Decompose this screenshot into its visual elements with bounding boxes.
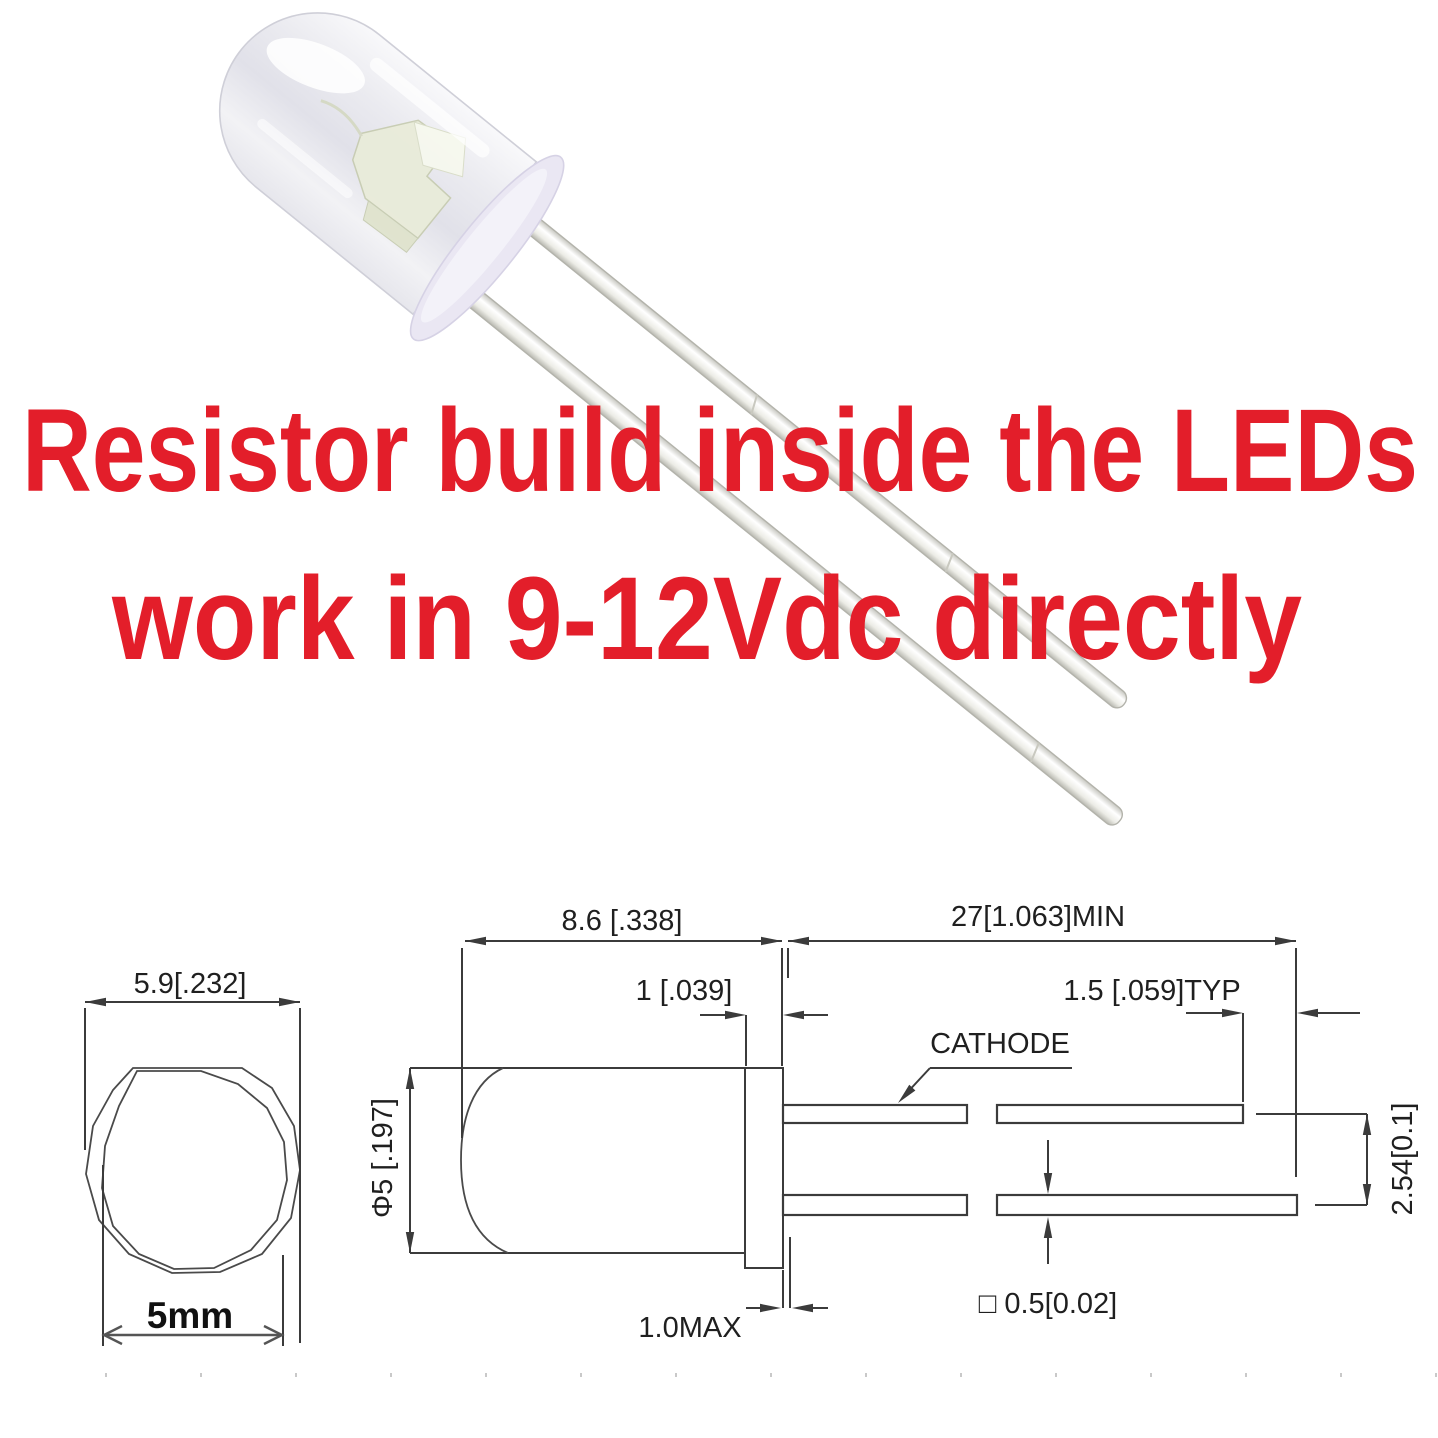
flange-diameter-label: 5.9[.232] bbox=[134, 968, 247, 1000]
lead-length-label: 27[1.063]MIN bbox=[951, 901, 1125, 933]
cathode-callout: CATHODE bbox=[894, 1028, 1072, 1106]
body-diameter-front-label: 5mm bbox=[147, 1295, 233, 1336]
flange-thickness-label: 1 [.039] bbox=[636, 975, 733, 1007]
body-diameter-side-label: Φ5 [.197] bbox=[367, 1098, 399, 1218]
dim-lead-tip-offset: 1.5 [.059]TYP bbox=[1063, 975, 1360, 1102]
dim-body-diameter-side: Φ5 [.197] bbox=[367, 1068, 415, 1253]
dim-lead-pitch: 2.54[0.1] bbox=[1256, 1103, 1419, 1216]
side-leads bbox=[781, 1103, 1299, 1217]
led-photo bbox=[218, 12, 1128, 826]
flange-circle bbox=[85, 1067, 301, 1274]
lead-tip-offset-label: 1.5 [.059]TYP bbox=[1063, 975, 1240, 1007]
standoff-label: 1.0MAX bbox=[638, 1312, 741, 1344]
led-leadframe bbox=[320, 99, 467, 254]
led-highlights bbox=[257, 37, 490, 199]
dim-lead-cross-section: □ 0.5[0.02] bbox=[979, 1140, 1117, 1320]
front-view: 5.9[.232] 5mm bbox=[84, 968, 301, 1346]
dim-body-length: 8.6 [.338] bbox=[461, 905, 783, 1138]
dim-body-diameter-front: 5mm bbox=[101, 1165, 285, 1346]
overlay-text-line2: work in 9-12Vdc directly bbox=[111, 553, 1302, 685]
body-circle bbox=[101, 1070, 288, 1270]
dim-flange-diameter: 5.9[.232] bbox=[84, 968, 301, 1343]
dim-standoff: 1.0MAX bbox=[638, 1237, 828, 1344]
lead-pitch-label: 2.54[0.1] bbox=[1387, 1103, 1419, 1216]
lead-cross-section-label: □ 0.5[0.02] bbox=[979, 1288, 1117, 1320]
body-length-label: 8.6 [.338] bbox=[562, 905, 683, 937]
cathode-label: CATHODE bbox=[930, 1028, 1070, 1060]
dim-flange-thickness: 1 [.039] bbox=[636, 975, 828, 1066]
overlay-text-line1: Resistor build inside the LEDs bbox=[22, 385, 1418, 517]
side-view: 8.6 [.338] 27[1.063]MIN 1 [.039] bbox=[367, 901, 1419, 1344]
dim-lead-length: 27[1.063]MIN bbox=[787, 901, 1297, 1177]
side-body-outline bbox=[410, 1067, 784, 1269]
led-flange bbox=[409, 154, 565, 342]
